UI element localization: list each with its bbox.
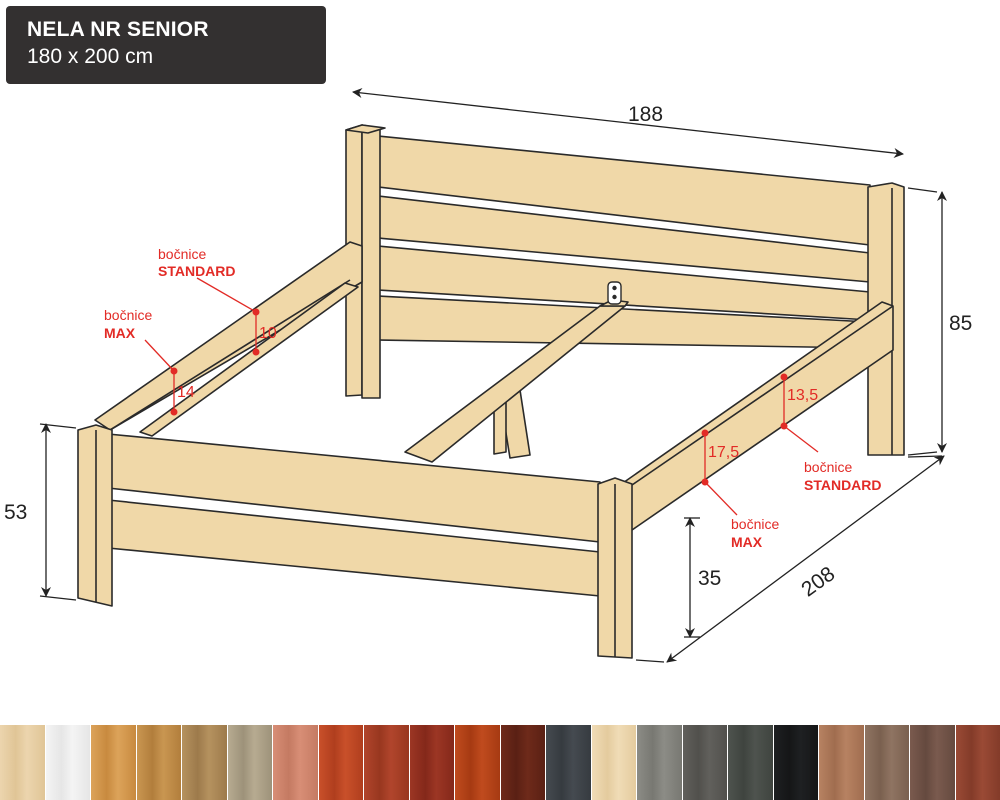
color-swatch-9[interactable] xyxy=(364,725,409,800)
dim-rail-height: 35 xyxy=(698,567,721,590)
color-swatch-17[interactable] xyxy=(728,725,773,800)
meas-left-standard: 10 xyxy=(259,325,277,342)
color-swatch-5[interactable] xyxy=(182,725,227,800)
dim-footboard-height: 53 xyxy=(4,501,27,524)
post-back-left-face xyxy=(361,124,381,399)
dim-line-width xyxy=(352,88,904,158)
post-front-left xyxy=(77,424,113,607)
left-rail-edge xyxy=(109,279,351,431)
dim-line-length xyxy=(666,455,945,663)
color-swatch-2[interactable] xyxy=(45,725,90,800)
dot-3 xyxy=(170,367,178,375)
right-rail-edge xyxy=(631,305,894,486)
color-swatch-7[interactable] xyxy=(273,725,318,800)
dim-headboard-height: 85 xyxy=(949,312,972,335)
marker-left-standard-top xyxy=(196,277,257,313)
dim-length: 208 xyxy=(797,562,839,601)
color-swatch-10[interactable] xyxy=(409,725,454,800)
color-swatch-15[interactable] xyxy=(637,725,682,800)
color-swatch-18[interactable] xyxy=(773,725,818,800)
color-swatch-strip xyxy=(0,725,1000,800)
label-left-standard-word: bočnice xyxy=(158,246,206,262)
ext-line-4 xyxy=(39,595,77,601)
ext-line-3 xyxy=(39,423,77,429)
label-left-max-word: bočnice xyxy=(104,307,152,323)
dot-4 xyxy=(170,408,178,416)
label-left-max-type: MAX xyxy=(104,325,136,341)
product-title-box: NELA NR SENIOR 180 x 200 cm xyxy=(6,6,326,84)
color-swatch-22[interactable] xyxy=(955,725,1000,800)
color-swatch-1[interactable] xyxy=(0,725,45,800)
product-name: NELA NR SENIOR xyxy=(27,18,209,41)
meas-right-standard: 13,5 xyxy=(787,387,818,404)
dot-6 xyxy=(780,422,788,430)
dot-1 xyxy=(252,308,260,316)
dot-2 xyxy=(252,348,260,356)
bolt-icon xyxy=(607,281,622,305)
color-swatch-3[interactable] xyxy=(91,725,136,800)
color-swatch-21[interactable] xyxy=(910,725,955,800)
dot-8 xyxy=(701,478,709,486)
ext-line-8 xyxy=(907,455,943,458)
ext-line-1 xyxy=(907,187,938,193)
bed-diagram: 188 85 53 35 208 10 14 13,5 17,5 bočnice… xyxy=(4,88,972,663)
color-swatch-19[interactable] xyxy=(819,725,864,800)
dot-5 xyxy=(780,373,788,381)
ext-line-2 xyxy=(907,451,938,456)
meas-left-max: 14 xyxy=(177,384,195,401)
color-swatch-6[interactable] xyxy=(227,725,272,800)
ext-line-7 xyxy=(635,659,665,663)
color-swatch-20[interactable] xyxy=(864,725,909,800)
color-swatch-16[interactable] xyxy=(682,725,727,800)
marker-left-max-top xyxy=(144,339,175,372)
marker-right-max-leader xyxy=(704,481,738,516)
product-size: 180 x 200 cm xyxy=(27,45,154,68)
label-right-standard-type: STANDARD xyxy=(804,477,882,493)
left-slat-ledge xyxy=(139,282,359,437)
color-swatch-11[interactable] xyxy=(455,725,500,800)
label-right-standard-word: bočnice xyxy=(804,459,852,475)
meas-right-max: 17,5 xyxy=(708,444,739,461)
dot-7 xyxy=(701,429,709,437)
color-swatch-13[interactable] xyxy=(546,725,591,800)
color-swatch-4[interactable] xyxy=(136,725,181,800)
dim-width: 188 xyxy=(628,103,663,126)
label-right-max-type: MAX xyxy=(731,534,763,550)
color-swatch-12[interactable] xyxy=(500,725,545,800)
marker-right-standard-leader xyxy=(783,425,819,453)
color-swatch-8[interactable] xyxy=(318,725,363,800)
color-swatch-14[interactable] xyxy=(591,725,636,800)
label-right-max-word: bočnice xyxy=(731,516,779,532)
label-left-standard-type: STANDARD xyxy=(158,263,236,279)
